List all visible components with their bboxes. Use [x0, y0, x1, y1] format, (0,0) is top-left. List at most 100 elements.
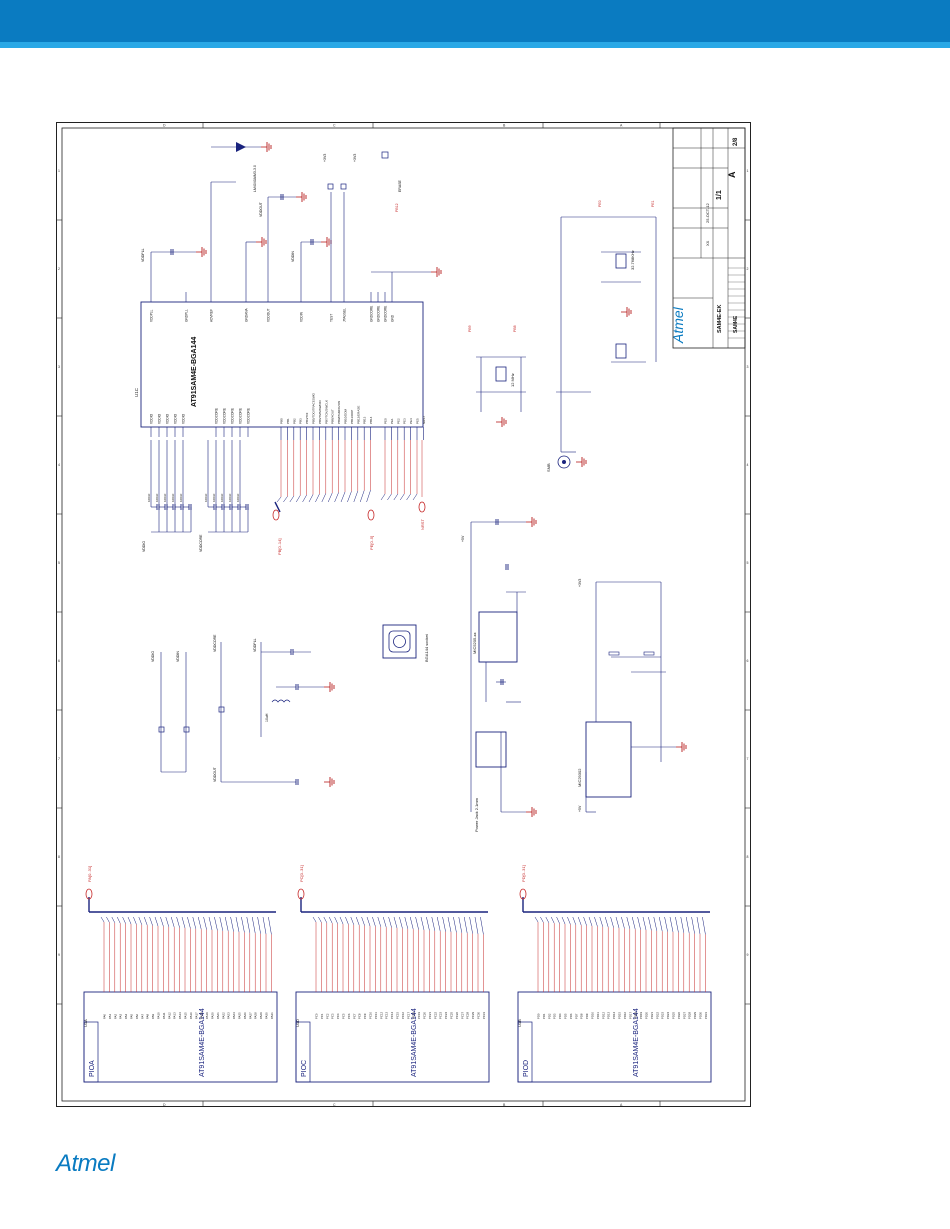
wire [197, 916, 202, 930]
pio-pin-name: PD26 [677, 1012, 681, 1019]
cap-value: 100nF [147, 493, 151, 502]
border-number: 9 [58, 953, 60, 957]
pio-pin-name: PC5 [342, 1013, 346, 1019]
crystal-y2b [615, 343, 627, 359]
pin-name: PB11/DDP [350, 410, 354, 424]
wire [192, 916, 197, 929]
wire [631, 916, 636, 930]
wire [406, 493, 411, 501]
pio-pin-name: PD8 [580, 1013, 584, 1019]
pin-name: PE0 [384, 418, 388, 424]
wire [393, 493, 399, 501]
wire [366, 916, 371, 927]
wire [366, 489, 371, 503]
wire [149, 916, 153, 926]
pio-pin-name: PD12 [601, 1012, 605, 1019]
wire [187, 916, 191, 929]
pio-block-part: AT91SAM4E-BGA144 [199, 1008, 206, 1077]
border-number: 1 [747, 169, 749, 173]
wire [214, 916, 218, 931]
pio-pin-name: PA17 [194, 1012, 198, 1019]
regulator-mn4: MIC29302 [577, 721, 632, 798]
pio-pin-name: PC27 [460, 1012, 464, 1019]
wire [321, 493, 327, 503]
pio-pin-name: PA31 [270, 1012, 274, 1019]
wire [318, 916, 322, 923]
wire [308, 494, 314, 503]
pio-pin-name: PA12 [167, 1012, 171, 1019]
pin-name: PE2 [396, 418, 400, 424]
wire [404, 916, 409, 929]
wire [594, 916, 598, 927]
rail-label: +5V [578, 805, 582, 812]
rail-label: VDDCORE [213, 634, 217, 652]
page-header-accent [0, 42, 950, 48]
wire [436, 916, 441, 932]
pio-pin-name: PC8 [358, 1013, 362, 1019]
pin-name: PB13 [363, 416, 367, 424]
pio-pin-name: PC4 [336, 1013, 340, 1019]
wire [176, 916, 180, 928]
pio-pin-name: PA27 [248, 1012, 252, 1019]
pio-pin-name: PC25 [450, 1012, 454, 1019]
net-label: PB12 [395, 203, 399, 212]
pin-name: TEST [330, 314, 334, 322]
wire [302, 494, 307, 503]
title-block: Atmel SAM4E-EK SAM4E A 1/1 2/8 25-OCT-12… [670, 127, 746, 349]
pio-pin-name: PC20 [423, 1012, 427, 1019]
wire [382, 916, 387, 928]
wire [203, 916, 207, 930]
regulator-mn8-part: MIC5205-xx [472, 632, 477, 654]
pio-pin-name: PC30 [477, 1012, 481, 1019]
wire [111, 916, 116, 923]
pio-pin-name: PA20 [211, 1012, 215, 1019]
pio-pin-name: PA24 [232, 1012, 236, 1019]
regulator-mn4-part: MIC29302 [577, 768, 582, 787]
cap-value: 100nF [228, 493, 232, 502]
wire [353, 490, 359, 503]
wire [431, 916, 436, 931]
crystal-y2 [615, 253, 627, 269]
capacitor [505, 564, 509, 570]
pin-name: VDDIO [174, 413, 178, 424]
pio-pin-name: PD31 [704, 1012, 708, 1019]
border-letter: D [163, 124, 166, 128]
pio-pin-name: PC2 [325, 1013, 329, 1019]
pio-pin-name: PA4 [124, 1013, 128, 1019]
wire [540, 916, 544, 923]
pin-name: VDDIO [150, 413, 154, 424]
net-label: PB8 [513, 325, 517, 332]
title-block-date: 25-OCT-12 [705, 202, 710, 223]
pio-pin-name: PD1 [542, 1013, 546, 1019]
pio-pin-name: PD11 [596, 1012, 600, 1019]
pio-block-name-box [295, 1021, 311, 1083]
pio-pin-name: PC22 [433, 1012, 437, 1019]
bus-label: PA[0..31] [87, 866, 92, 882]
wire [691, 916, 695, 934]
border-number: 4 [747, 463, 749, 467]
pio-pin-name: PD20 [645, 1012, 649, 1019]
wire [393, 916, 398, 929]
pio-pin-name: PA2 [113, 1013, 117, 1019]
pio-pin-name: PC28 [466, 1012, 470, 1019]
pio-pin-name: PD5 [564, 1013, 568, 1019]
pin-name: PB5/TDO/TRACESWO [312, 392, 316, 424]
pio-pin-name: PD27 [682, 1012, 686, 1019]
pio-pin-name: PA9 [151, 1013, 155, 1019]
border-number: 7 [747, 757, 749, 761]
border-number: 3 [58, 365, 60, 369]
border-number: 3 [747, 365, 749, 369]
ground-symbol [526, 807, 537, 817]
wire [268, 916, 272, 935]
pin-name: PB6/TMS/SWDIO [318, 399, 322, 424]
jumper [158, 726, 165, 733]
pio-pin-name: PC13 [385, 1012, 389, 1019]
wire [442, 916, 446, 932]
wire [648, 916, 652, 931]
pio-pin-name: PC17 [406, 1012, 410, 1019]
wire [246, 916, 251, 933]
jumper [183, 726, 190, 733]
